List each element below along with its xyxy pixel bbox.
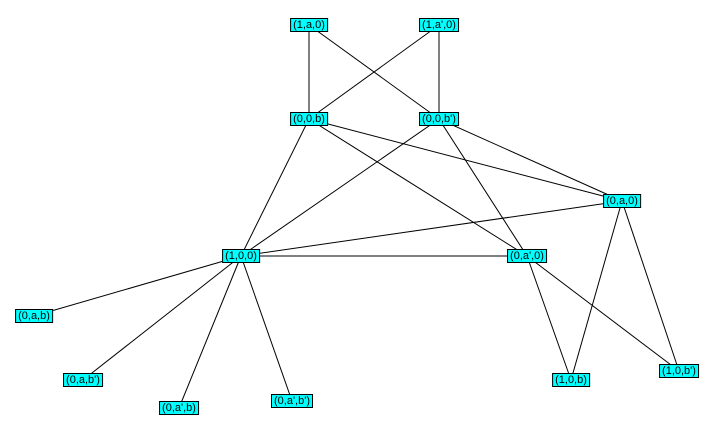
node-1-0-b-prime: (1,0,b') [659,364,699,378]
edge-n6-n9 [82,255,242,381]
edge-n6-n8 [33,255,242,317]
edge-n4-n7 [438,118,528,257]
node-0-a-prime-0: (0,a',0) [507,249,547,263]
edge-n6-n10 [178,255,242,409]
node-1-a-0: (1,a,0) [290,18,328,32]
edge-n7-n13 [526,255,680,372]
edge-n5-n12 [570,200,623,381]
node-0-a-b-prime: (0,a,b') [63,373,103,387]
edge-n3-n7 [308,118,528,257]
node-0-a-b: (0,a,b) [15,309,53,323]
edge-n2-n3 [308,24,440,120]
edge-n4-n6 [240,118,440,257]
node-0-a-prime-b: (0,a',b) [159,401,199,415]
edge-n4-n5 [438,118,623,202]
node-0-a-prime-b-prime: (0,a',b') [271,394,313,408]
node-0-0-b: (0,0,b) [290,112,328,126]
node-1-0-b: (1,0,b) [552,373,590,387]
node-1-a-prime-0: (1,a',0) [419,18,459,32]
edge-n5-n13 [621,200,680,372]
node-0-0-b-prime: (0,0,b') [419,112,459,126]
node-1-0-0: (1,0,0) [222,249,260,263]
edge-n3-n6 [240,118,310,257]
edge-n6-n11 [240,255,293,402]
node-0-a-0: (0,a,0) [603,194,641,208]
edge-n7-n12 [526,255,572,381]
edge-n5-n6 [240,200,623,257]
